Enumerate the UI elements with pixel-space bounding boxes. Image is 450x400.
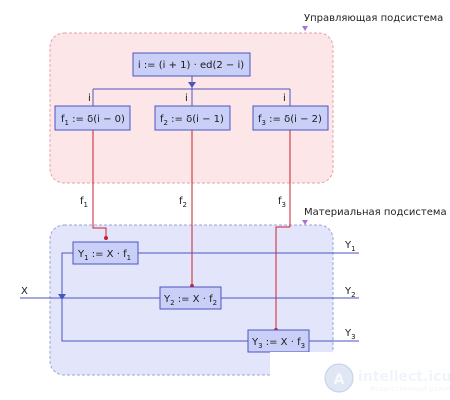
- update-i-block: i := (i + 1) · ed(2 − i): [132, 52, 251, 77]
- svg-text:f2 := δ(i − 1): f2 := δ(i − 1): [160, 114, 224, 127]
- control-subsystem-title: Управляющая подсистема: [304, 13, 443, 24]
- y3-block: Y3 := X · f3: [247, 329, 310, 353]
- svg-text:Y3 := X · f3: Y3 := X · f3: [251, 337, 305, 350]
- f3-block: f3 := δ(i − 2): [252, 105, 329, 131]
- f2-block: f2 := δ(i − 1): [154, 105, 231, 131]
- svg-text:A: A: [334, 372, 345, 388]
- watermark-title: intellect.icu: [358, 369, 450, 385]
- loop-junction-icon: [188, 82, 196, 88]
- output-label-y2: Y2: [344, 286, 356, 299]
- loop-label-3: i: [283, 93, 286, 104]
- output-label-y1: Y1: [344, 240, 356, 253]
- signal-dot-1: [104, 236, 108, 240]
- svg-text:Y2 := X · f2: Y2 := X · f2: [163, 294, 217, 307]
- signal-label-f1: f1: [80, 196, 88, 209]
- signal-label-f3: f3: [278, 196, 286, 209]
- output-label-y3: Y3: [344, 328, 356, 341]
- loop-label-1: i: [88, 93, 91, 104]
- input-branch-icon: [58, 294, 66, 300]
- svg-text:Y1 := X · f1: Y1 := X · f1: [77, 249, 131, 262]
- control-signal-wires: [92, 130, 291, 330]
- watermark-subtitle: Искусственный разум: [370, 385, 450, 393]
- svg-text:f3 := δ(i − 2): f3 := δ(i − 2): [258, 114, 322, 127]
- material-title-marker-icon: [302, 220, 308, 225]
- material-subsystem-title: Материальная подсистема: [304, 207, 447, 218]
- control-title-marker-icon: [302, 26, 308, 31]
- watermark: A intellect.icu Искусственный разум: [270, 352, 450, 400]
- svg-text:i := (i + 1) · ed(2 − i): i := (i + 1) · ed(2 − i): [138, 60, 244, 71]
- svg-text:f1 := δ(i − 0): f1 := δ(i − 0): [61, 114, 125, 127]
- watermark-logo-icon: [324, 363, 354, 393]
- signal-label-f2: f2: [179, 196, 187, 209]
- y1-block: Y1 := X · f1: [72, 241, 139, 265]
- loop-label-2: i: [185, 93, 188, 104]
- y2-block: Y2 := X · f2: [159, 286, 222, 310]
- input-label-x: X: [21, 286, 28, 297]
- f1-block: f1 := δ(i − 0): [54, 105, 131, 131]
